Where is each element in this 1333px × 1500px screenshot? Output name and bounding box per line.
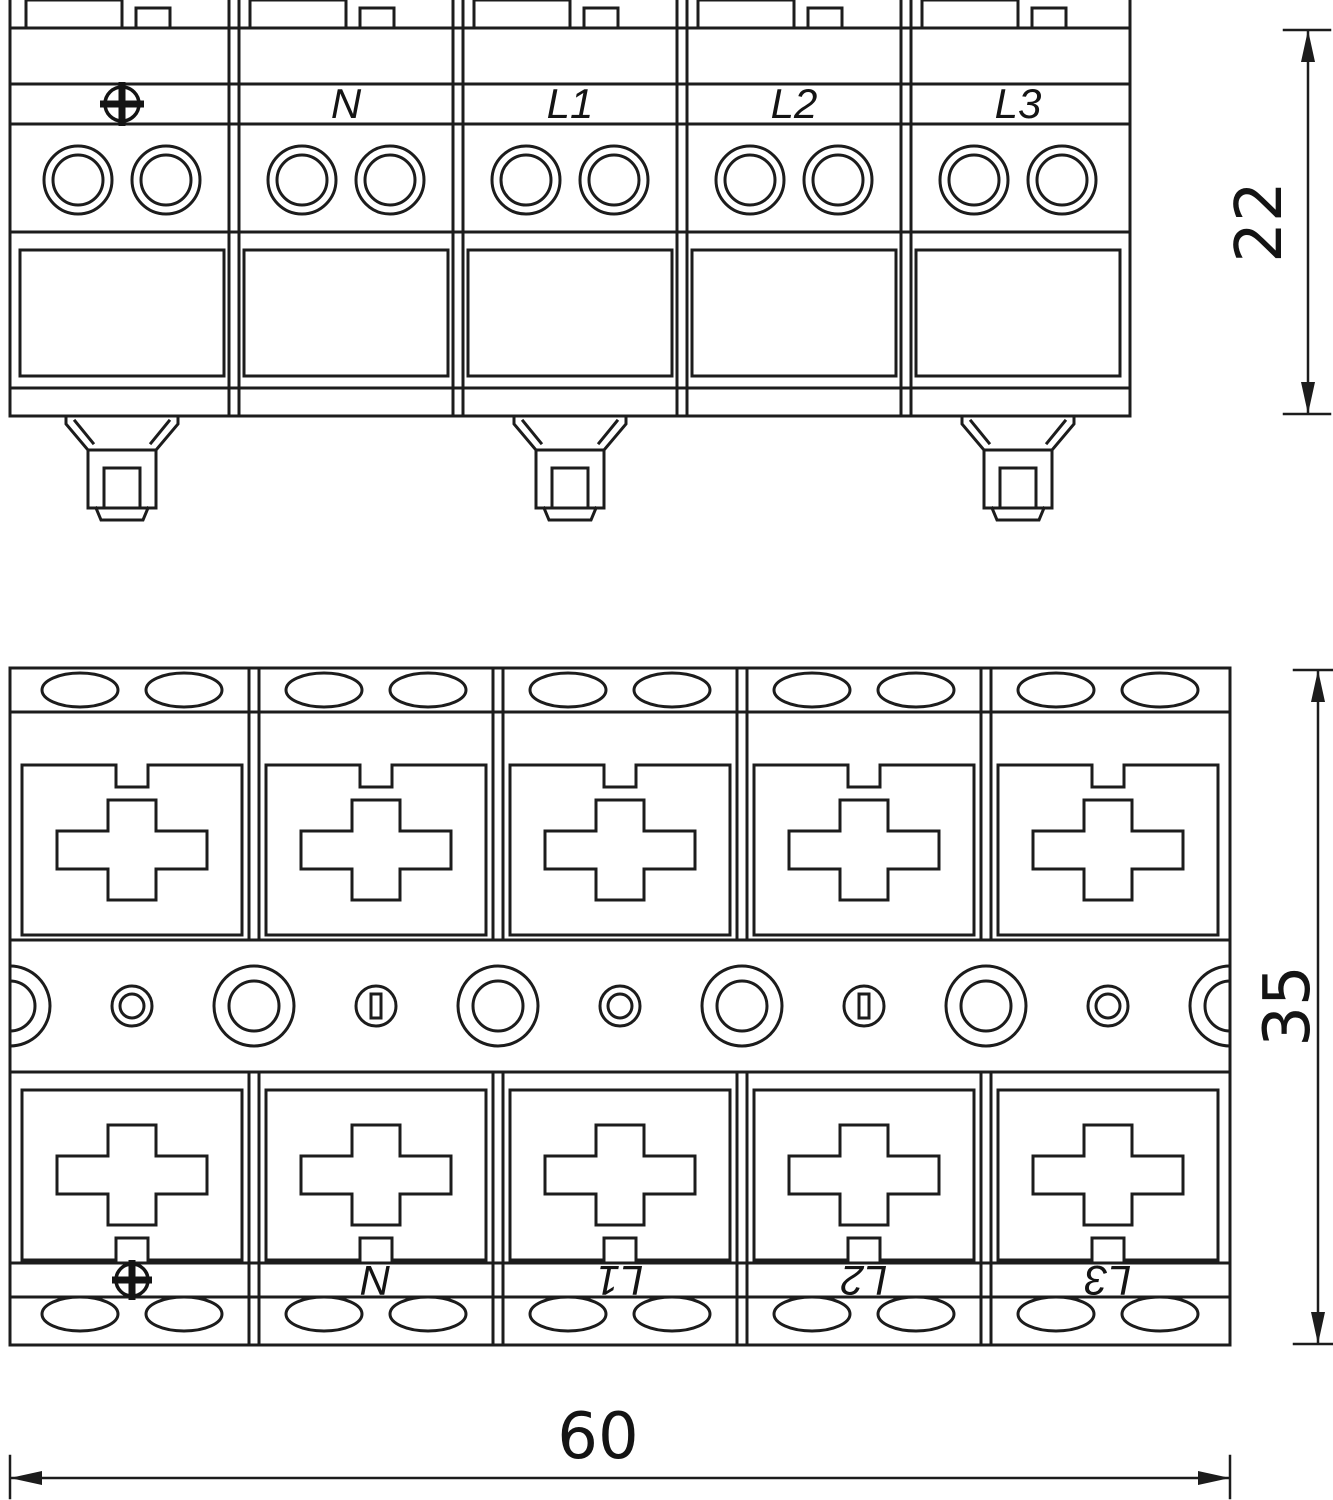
din-rail-foot — [512, 414, 628, 522]
front-view: N L1 L2 L3 — [8, 0, 1132, 522]
front-module — [690, 0, 898, 378]
dimension-width-value: 60 — [557, 1400, 638, 1474]
din-rail-foot — [960, 414, 1076, 522]
plan-module — [508, 671, 732, 1333]
plan-module — [20, 671, 244, 1333]
front-module — [18, 0, 226, 378]
plan-label-n: N — [360, 1257, 391, 1304]
plan-horizontal-lines — [8, 710, 1232, 1299]
earth-screw-icon — [100, 82, 144, 126]
plan-module — [752, 671, 976, 1333]
plan-module — [996, 671, 1220, 1333]
front-body-outline — [8, 0, 1132, 418]
front-module — [914, 0, 1122, 378]
front-module — [242, 0, 450, 378]
plan-body-outline — [8, 666, 1232, 1347]
dimension-height-value: 22 — [1223, 181, 1297, 262]
edge-holes — [10, 964, 1230, 1048]
dimension-depth-value: 35 — [1251, 965, 1325, 1046]
front-label-l2: L2 — [771, 80, 818, 127]
front-module-separators — [227, 0, 913, 418]
front-module — [466, 0, 674, 378]
plan-label-l1: L1 — [597, 1257, 644, 1304]
plan-module-separators — [247, 666, 993, 1347]
dimension-depth: 35 — [1251, 668, 1333, 1346]
front-label-l1: L1 — [547, 80, 594, 127]
dimension-width: 60 — [8, 1400, 1232, 1500]
din-rail-foot — [64, 414, 180, 522]
plan-view: N L1 L2 L3 — [8, 666, 1232, 1347]
busbar-holes — [10, 964, 1230, 1048]
dimension-height: 22 — [1223, 28, 1332, 416]
front-label-n: N — [331, 80, 362, 127]
front-label-l3: L3 — [995, 80, 1042, 127]
plan-label-l2: L2 — [841, 1257, 888, 1304]
earth-screw-icon — [112, 1260, 152, 1300]
plan-module — [264, 671, 488, 1333]
plan-label-l3: L3 — [1085, 1257, 1132, 1304]
